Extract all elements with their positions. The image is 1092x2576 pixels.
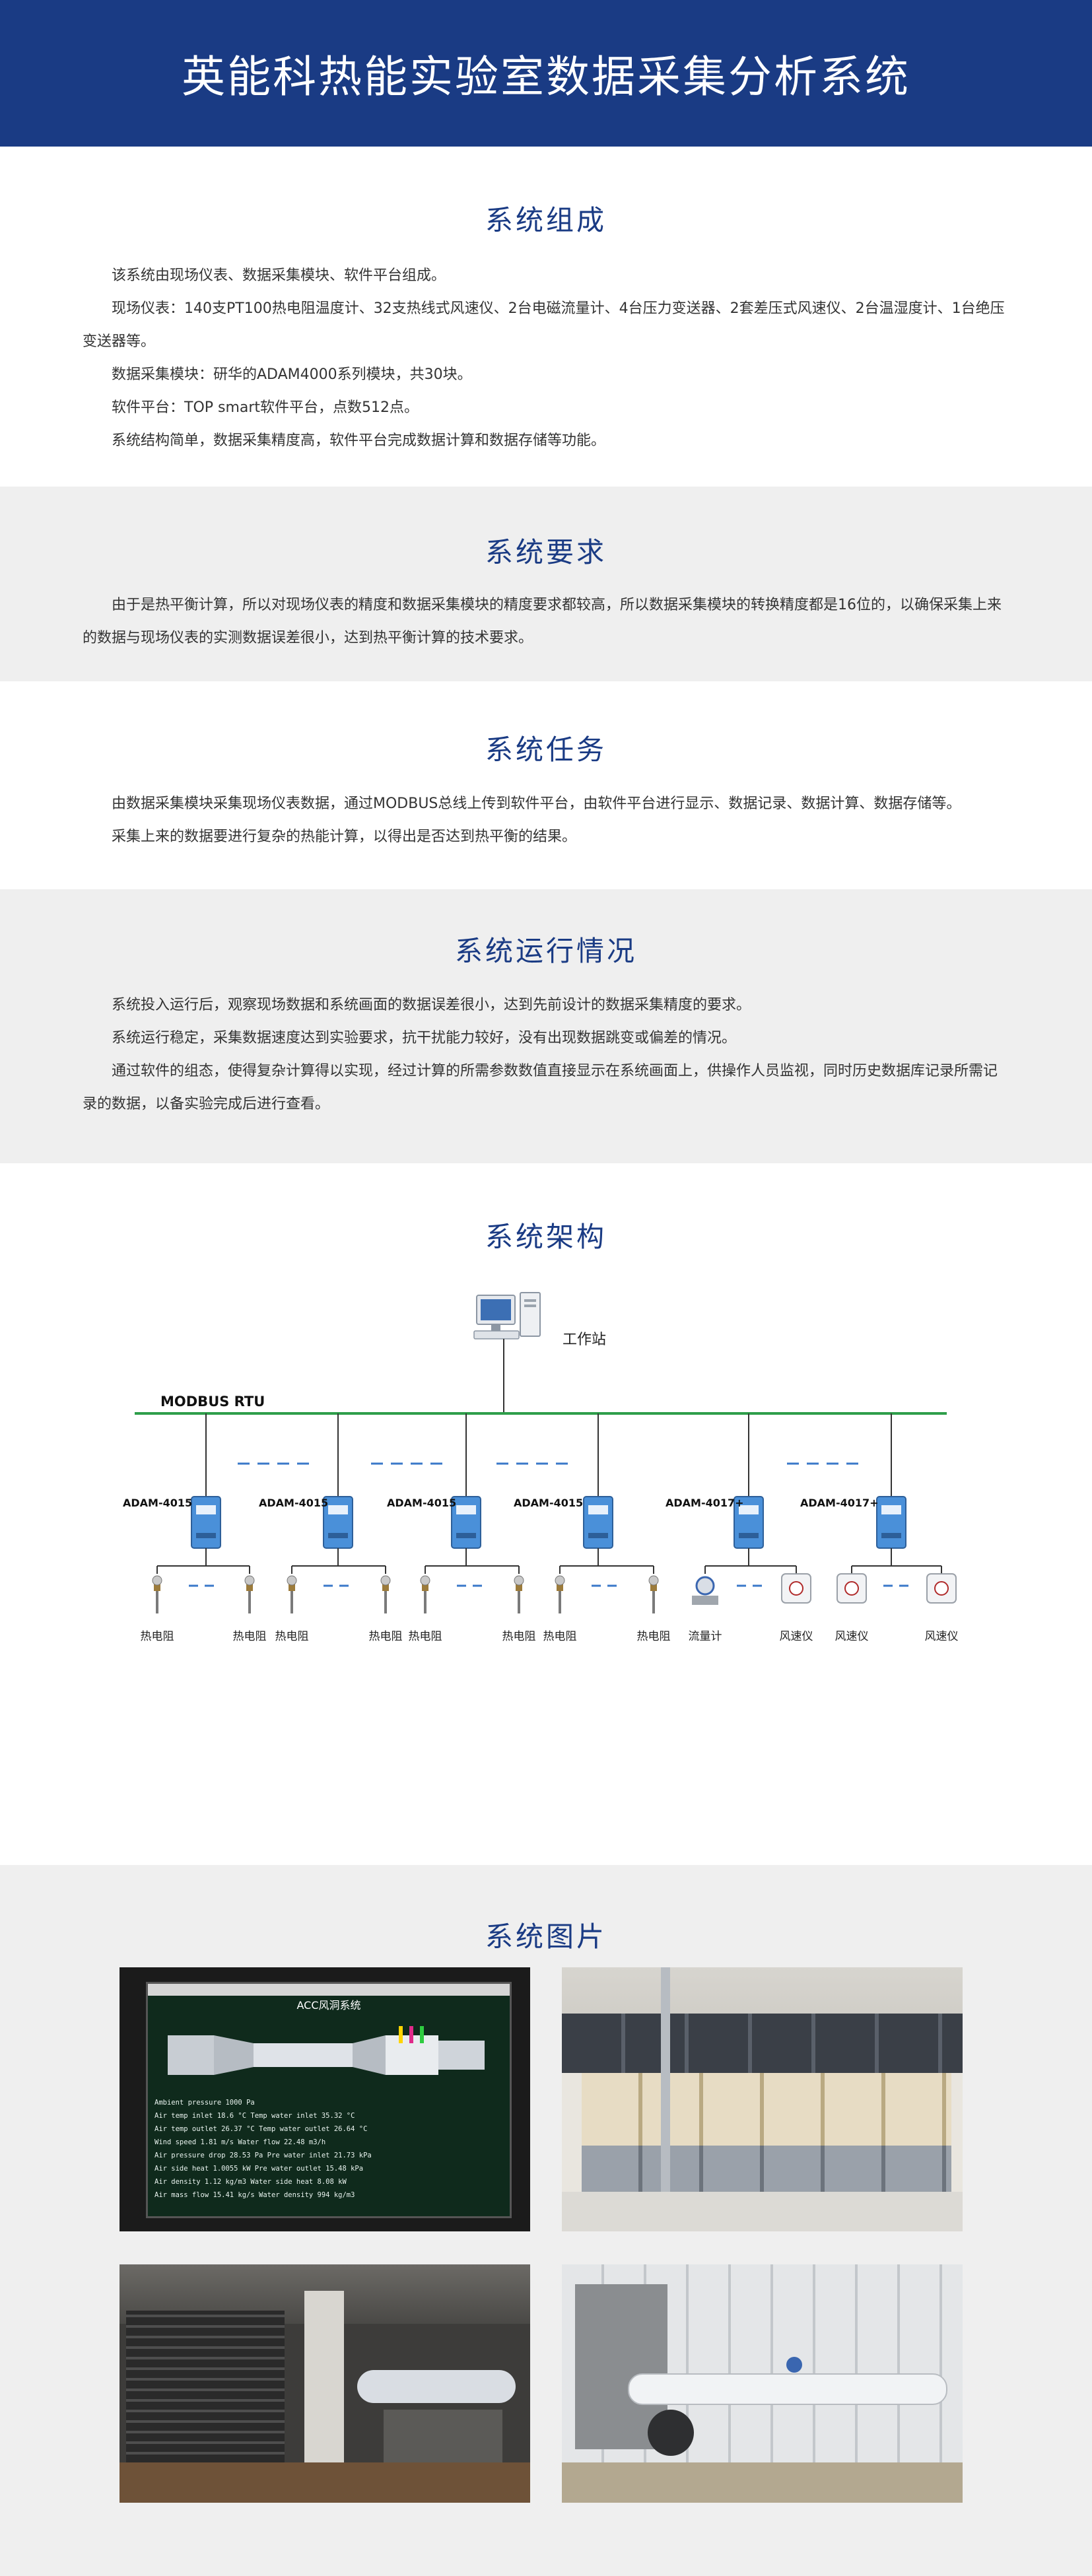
paragraph: 由于是热平衡计算，所以对现场仪表的精度和数据采集模块的精度要求都较高，所以数据采… xyxy=(83,597,1002,646)
adam-module-icon xyxy=(583,1496,613,1549)
module-label: ADAM-4015 xyxy=(123,1497,192,1509)
module-label: ADAM-4017+ xyxy=(800,1497,879,1509)
section-pictures: 系统图片 ACC风洞系统 Ambient pres xyxy=(0,1865,1092,2576)
field-device-icon xyxy=(244,1575,255,1613)
paragraph: 现场仪表：140支PT100热电阻温度计、32支热线式风速仪、2台电磁流量计、4… xyxy=(83,300,1005,350)
adam-module-group: ADAM-4015 热电阻 热电阻 xyxy=(514,1413,671,1643)
page-title: 英能科热能实验室数据采集分析系统 xyxy=(182,51,910,102)
modules-layer: ADAM-4015热电阻热电阻ADAM-4015热电阻热电阻ADAM-4015热… xyxy=(123,1413,959,1643)
photo-software-screen: ACC风洞系统 Ambient pressure 1000 Pa Air tem… xyxy=(119,1967,530,2231)
field-device-icon xyxy=(648,1575,659,1613)
device-label: 风速仪 xyxy=(835,1630,869,1643)
adam-module-group: ADAM-4015 热电阻 热电阻 xyxy=(123,1413,267,1643)
paragraph: 软件平台：TOP smart软件平台，点数512点。 xyxy=(112,399,419,416)
workstation-label: 工作站 xyxy=(563,1332,606,1348)
module-label: ADAM-4017+ xyxy=(665,1497,744,1509)
screen-reading-row: Wind speed 1.81 m/s Water flow 22.48 m3/… xyxy=(154,2138,326,2146)
device-label: 热电阻 xyxy=(141,1630,174,1643)
device-label: 流量计 xyxy=(689,1630,722,1643)
module-label: ADAM-4015 xyxy=(514,1497,583,1509)
device-label: 热电阻 xyxy=(275,1630,309,1643)
paragraph: 该系统由现场仪表、数据采集模块、软件平台组成。 xyxy=(112,267,446,284)
screen-title: ACC风洞系统 xyxy=(296,1999,361,2012)
page-header: 英能科热能实验室数据采集分析系统 xyxy=(0,0,1092,147)
operation-body: 系统投入运行后，观察现场数据和系统画面的数据误差很小，达到先前设计的数据采集精度… xyxy=(83,989,1009,1121)
architecture-diagram: 工作站 MODBUS RTU ADAM-4015热电阻热电阻ADAM-4015热… xyxy=(123,1292,959,1643)
screen-reading-row: Air side heat 1.0055 kW Pre water outlet… xyxy=(154,2165,364,2173)
section-title-architecture: 系统架构 xyxy=(485,1221,607,1253)
section-title-pictures: 系统图片 xyxy=(485,1920,607,1953)
adam-module-icon xyxy=(876,1496,906,1549)
screen-reading-row: Air density 1.12 kg/m3 Water side heat 8… xyxy=(154,2178,347,2186)
adam-module-group: ADAM-4015 热电阻 热电阻 xyxy=(259,1413,403,1643)
screen-reading-row: Air temp inlet 18.6 °C Temp water inlet … xyxy=(154,2112,355,2120)
device-label: 热电阻 xyxy=(543,1630,577,1643)
screen-reading-row: Air pressure drop 28.53 Pa Pre water inl… xyxy=(154,2152,372,2159)
requirements-body: 由于是热平衡计算，所以对现场仪表的精度和数据采集模块的精度要求都较高，所以数据采… xyxy=(83,589,1009,655)
photo-lab-hall xyxy=(119,2264,530,2503)
field-device-icon xyxy=(514,1575,524,1613)
section-composition: 系统组成 该系统由现场仪表、数据采集模块、软件平台组成。 现场仪表：140支PT… xyxy=(0,147,1092,487)
adam-module-icon xyxy=(323,1496,353,1549)
paragraph: 通过软件的组态，使得复杂计算得以实现，经过计算的所需参数数值直接显示在系统画面上… xyxy=(83,1063,998,1112)
screen-reading-row: Ambient pressure 1000 Pa xyxy=(154,2099,255,2107)
field-device-icon xyxy=(152,1575,162,1613)
field-device-icon xyxy=(420,1575,430,1613)
workstation-icon xyxy=(473,1292,541,1339)
screen-readings: Ambient pressure 1000 Pa Air temp inlet … xyxy=(154,2096,503,2202)
section-tasks: 系统任务 由数据采集模块采集现场仪表数据，通过MODBUS总线上传到软件平台，由… xyxy=(0,681,1092,889)
adam-module-group: ADAM-4017+ 风速仪 风速仪 xyxy=(800,1413,959,1643)
photo-grid: ACC风洞系统 Ambient pressure 1000 Pa Air tem… xyxy=(0,1865,1092,2576)
paragraph: 由数据采集模块采集现场仪表数据，通过MODBUS总线上传到软件平台，由软件平台进… xyxy=(112,796,961,812)
device-label: 热电阻 xyxy=(233,1630,267,1643)
field-device-icon xyxy=(781,1573,811,1604)
adam-module-group: ADAM-4015 热电阻 热电阻 xyxy=(387,1413,536,1643)
composition-body: 该系统由现场仪表、数据采集模块、软件平台组成。 现场仪表：140支PT100热电… xyxy=(83,259,1009,458)
adam-module-group: ADAM-4017+ 流量计 风速仪 xyxy=(665,1413,813,1643)
photo-pipes xyxy=(562,2264,963,2503)
paragraph: 系统运行稳定，采集数据速度达到实验要求，抗干扰能力较好，没有出现数据跳变或偏差的… xyxy=(112,1030,737,1046)
bus-label: MODBUS RTU xyxy=(160,1394,265,1409)
adam-module-icon xyxy=(191,1496,221,1549)
paragraph: 系统投入运行后，观察现场数据和系统画面的数据误差很小，达到先前设计的数据采集精度… xyxy=(112,997,751,1013)
device-label: 热电阻 xyxy=(369,1630,403,1643)
device-label: 热电阻 xyxy=(637,1630,671,1643)
section-title-operation: 系统运行情况 xyxy=(454,935,637,967)
photo-cabinets xyxy=(562,1967,963,2231)
section-operation: 系统运行情况 系统投入运行后，观察现场数据和系统画面的数据误差很小，达到先前设计… xyxy=(0,889,1092,1163)
field-device-icon xyxy=(380,1575,391,1613)
section-title-tasks: 系统任务 xyxy=(485,733,607,766)
device-label: 风速仪 xyxy=(925,1630,959,1643)
screen-reading-row: Air mass flow 15.41 kg/s Water density 9… xyxy=(154,2191,355,2199)
field-device-icon xyxy=(555,1575,565,1613)
device-label: 热电阻 xyxy=(409,1630,442,1643)
device-label: 风速仪 xyxy=(780,1630,813,1643)
wind-tunnel-graphic xyxy=(168,2026,485,2075)
screen-reading-row: Air temp outlet 26.37 °C Temp water outl… xyxy=(154,2125,368,2133)
paragraph: 系统结构简单，数据采集精度高，软件平台完成数据计算和数据存储等功能。 xyxy=(112,432,606,449)
field-device-icon xyxy=(926,1573,957,1604)
field-device-icon xyxy=(692,1576,718,1605)
field-device-icon xyxy=(287,1575,297,1613)
field-device-icon xyxy=(836,1573,867,1604)
module-label: ADAM-4015 xyxy=(387,1497,456,1509)
paragraph: 采集上来的数据要进行复杂的热能计算，以得出是否达到热平衡的结果。 xyxy=(112,829,577,845)
paragraph: 数据采集模块：研华的ADAM4000系列模块，共30块。 xyxy=(112,366,472,383)
screen-display: ACC风洞系统 Ambient pressure 1000 Pa Air tem… xyxy=(146,1982,512,2218)
section-title-requirements: 系统要求 xyxy=(485,536,607,568)
device-label: 热电阻 xyxy=(502,1630,536,1643)
tasks-body: 由数据采集模块采集现场仪表数据，通过MODBUS总线上传到软件平台，由软件平台进… xyxy=(83,788,1009,854)
module-label: ADAM-4015 xyxy=(259,1497,328,1509)
section-requirements: 系统要求 由于是热平衡计算，所以对现场仪表的精度和数据采集模块的精度要求都较高，… xyxy=(0,487,1092,681)
section-title-composition: 系统组成 xyxy=(485,204,607,236)
